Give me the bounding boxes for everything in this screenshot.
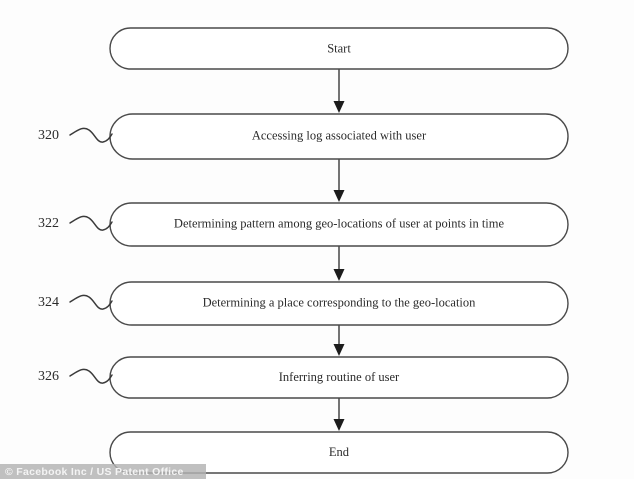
ref-label-326: 326 bbox=[38, 368, 113, 384]
node-determining-pattern[interactable]: Determining pattern among geo-locations … bbox=[109, 202, 569, 247]
node-start-label: Start bbox=[327, 41, 351, 55]
node-accessing-log[interactable]: Accessing log associated with user bbox=[109, 113, 569, 160]
node-accessing-log-label: Accessing log associated with user bbox=[252, 128, 427, 142]
node-determining-pattern-label: Determining pattern among geo-locations … bbox=[174, 216, 505, 230]
leader-line-324 bbox=[69, 294, 113, 310]
ref-label-324: 324 bbox=[38, 294, 113, 310]
watermark-text: © Facebook Inc / US Patent Office bbox=[5, 465, 184, 478]
node-inferring-routine-label: Inferring routine of user bbox=[279, 370, 400, 384]
ref-label-320-text: 320 bbox=[38, 128, 59, 143]
ref-label-320: 320 bbox=[38, 127, 113, 143]
edge-322-to-324 bbox=[333, 246, 345, 281]
ref-label-322-text: 322 bbox=[38, 216, 59, 231]
ref-label-322: 322 bbox=[38, 215, 113, 231]
edge-start-to-320 bbox=[333, 69, 345, 113]
edge-324-to-326 bbox=[333, 325, 345, 356]
ref-label-324-text: 324 bbox=[38, 295, 59, 310]
edge-320-to-322 bbox=[333, 159, 345, 202]
watermark-bar: © Facebook Inc / US Patent Office bbox=[0, 464, 206, 479]
node-start[interactable]: Start bbox=[109, 27, 569, 70]
node-determining-place-label: Determining a place corresponding to the… bbox=[203, 295, 477, 309]
ref-label-326-text: 326 bbox=[38, 369, 59, 384]
leader-line-322 bbox=[69, 215, 113, 231]
node-end-label: End bbox=[329, 445, 350, 459]
leader-line-320 bbox=[69, 127, 113, 143]
node-inferring-routine[interactable]: Inferring routine of user bbox=[109, 356, 569, 399]
leader-line-326 bbox=[69, 368, 113, 384]
edge-326-to-end bbox=[333, 398, 345, 431]
node-end[interactable]: End bbox=[109, 431, 569, 474]
node-determining-place[interactable]: Determining a place corresponding to the… bbox=[109, 281, 569, 326]
